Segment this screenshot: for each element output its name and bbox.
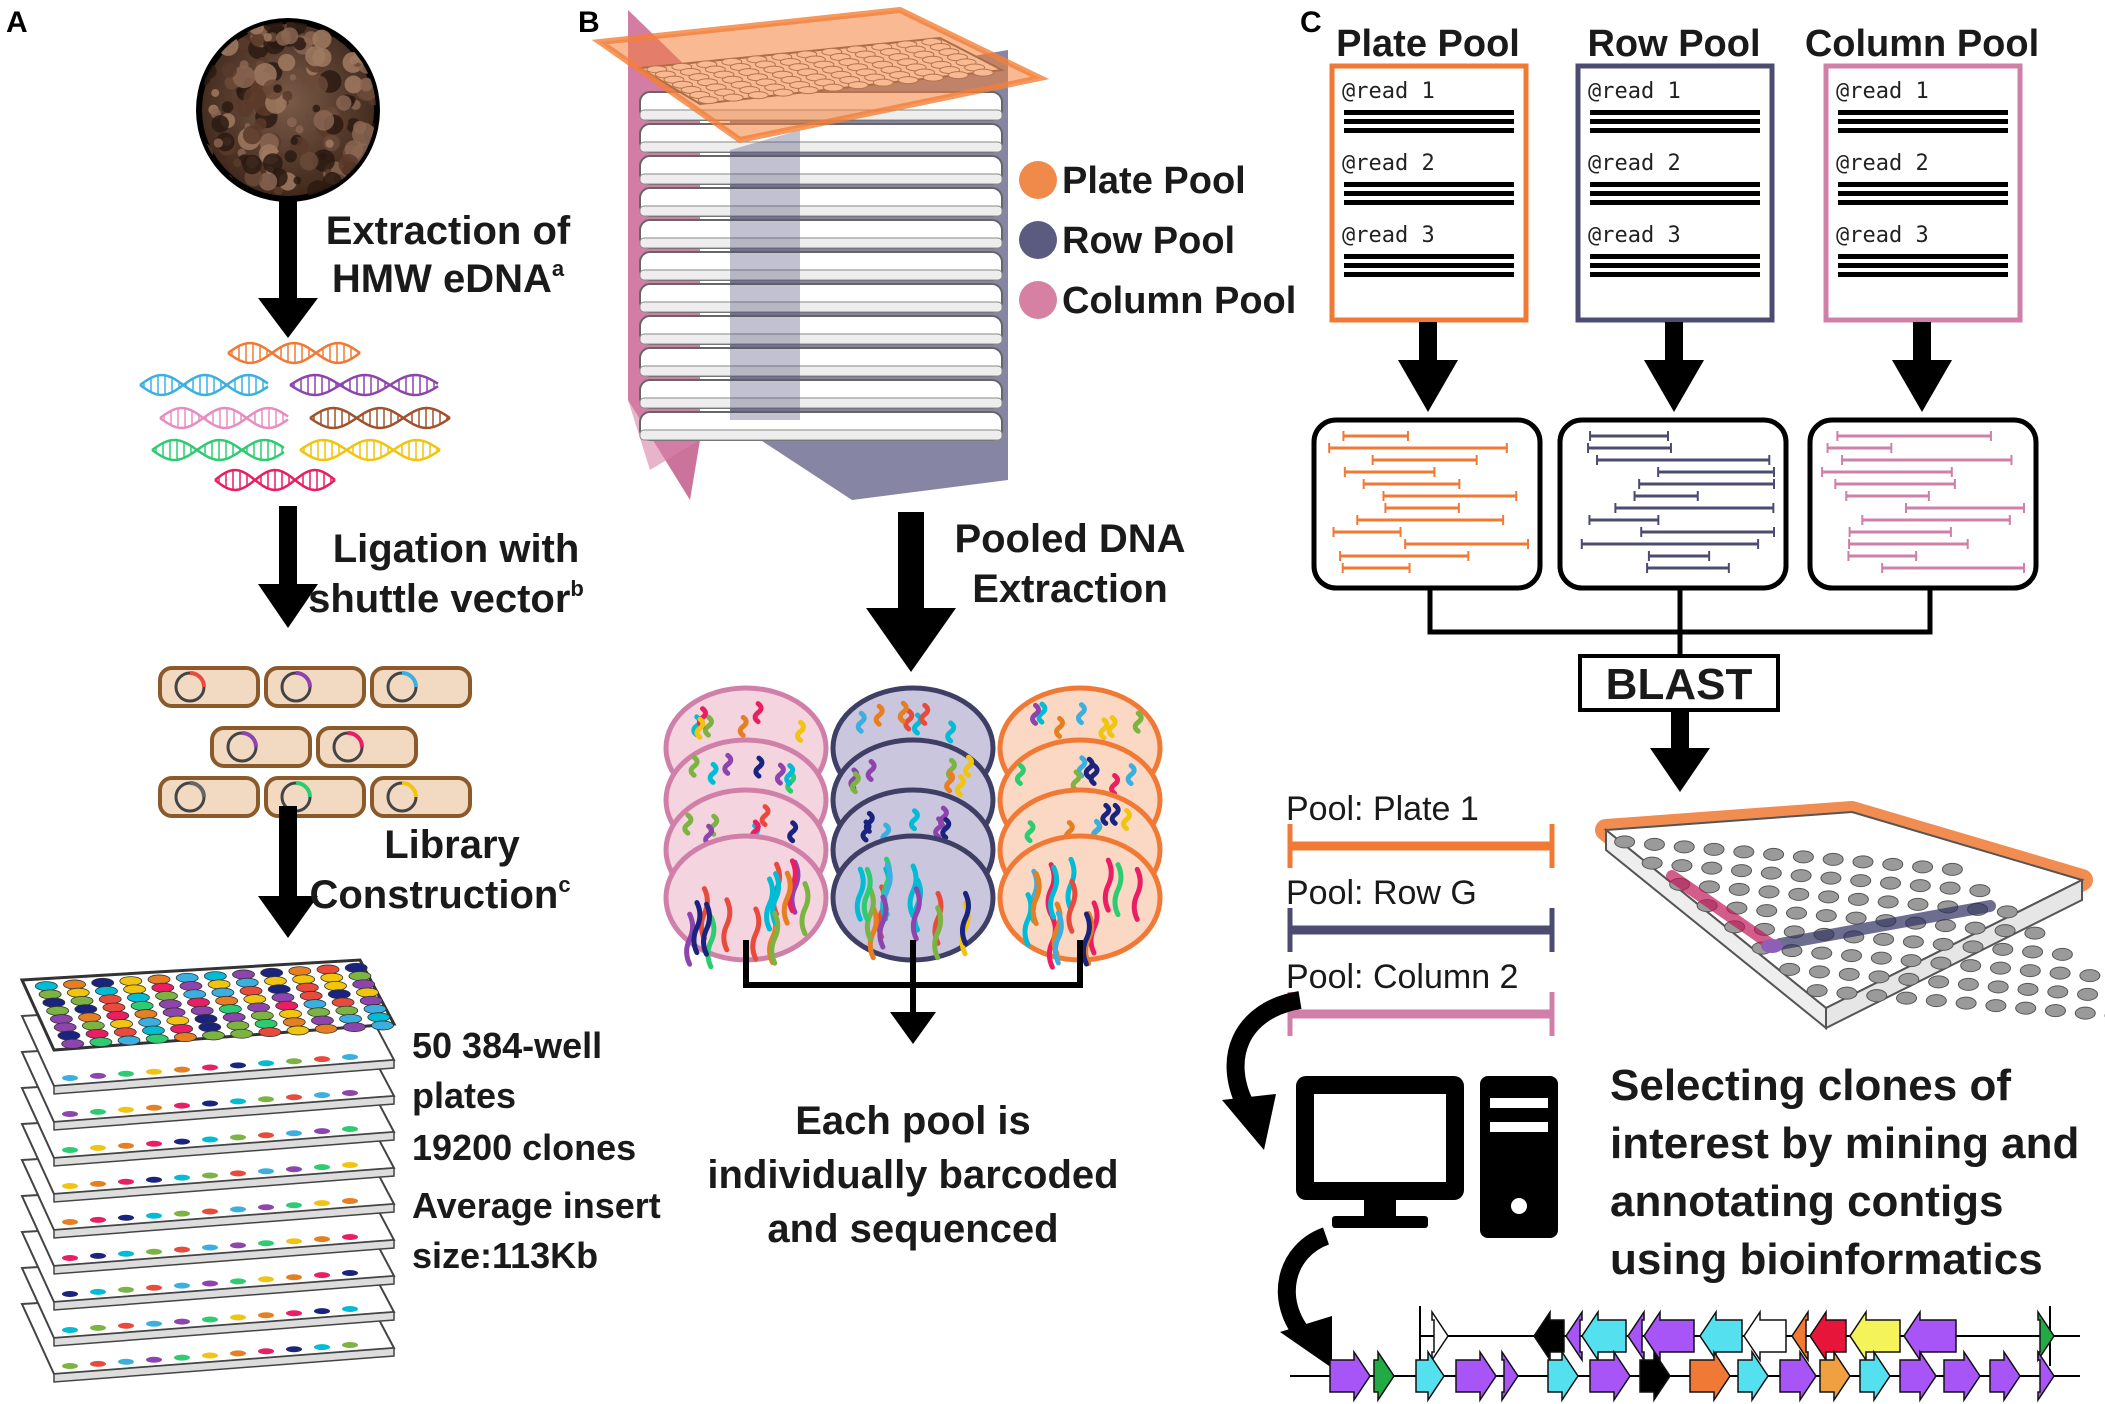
panel-label-a: A xyxy=(6,6,28,39)
pool-hits: Pool: Plate 1 Pool: Row G Pool: Column 2 xyxy=(1286,790,1555,1036)
caption-c-line2: interest by mining and xyxy=(1610,1119,2079,1168)
gene-arrows-icon xyxy=(1290,1306,2080,1403)
blast-connector: BLAST xyxy=(1427,590,1933,792)
curved-arrow-icon xyxy=(1222,991,1302,1150)
pool-title: Column Pool xyxy=(1805,23,2039,65)
hit-label-column: Pool: Column 2 xyxy=(1286,958,1518,996)
step3-line1: Library xyxy=(384,823,520,867)
curved-arrow-icon xyxy=(1277,1227,1332,1368)
legend-swatch-column xyxy=(1019,281,1057,319)
pooled-step-line2: Extraction xyxy=(972,567,1168,611)
soil-sample-icon xyxy=(196,18,380,202)
blast-box xyxy=(1578,654,1780,712)
legend-swatch-row xyxy=(1019,221,1057,259)
step2-line2: shuttle vectorb xyxy=(308,576,584,621)
contig-box xyxy=(1311,417,1543,591)
pool-title: Row Pool xyxy=(1587,23,1760,65)
dna-strands-icon xyxy=(139,341,451,492)
step1-line2: HMW eDNAa xyxy=(332,256,565,301)
step1-line1: Extraction of xyxy=(326,209,571,253)
read-label: @read 2 xyxy=(1342,151,1435,176)
stat-line: Average insert xyxy=(412,1185,661,1226)
pooling-diagram xyxy=(591,6,1050,500)
well-plate-icon xyxy=(1595,801,2105,1031)
arrow-down-icon xyxy=(1665,322,1683,370)
assembly-boxes xyxy=(1311,417,2039,591)
caption-b-line3: and sequenced xyxy=(767,1207,1058,1251)
pooled-step-line1: Pooled DNA xyxy=(954,517,1185,561)
read-label: @read 1 xyxy=(1588,79,1681,104)
legend-swatch-plate xyxy=(1019,161,1057,199)
read-pools: Plate Pool @read 1 @read 2 @read 3 Row Pool @… xyxy=(1329,23,2039,412)
arrow-down-icon xyxy=(258,806,318,938)
arrow-down-icon xyxy=(866,512,956,672)
read-label: @read 3 xyxy=(1342,223,1435,248)
computer-icon xyxy=(1296,1076,1558,1238)
step3-line2: Constructionc xyxy=(309,872,570,917)
pool-title: Plate Pool xyxy=(1336,23,1520,65)
stat-line: 19200 clones xyxy=(412,1127,636,1168)
merge-connector xyxy=(743,940,1083,1044)
hit-label-row: Pool: Row G xyxy=(1286,874,1477,912)
contig-box xyxy=(1807,417,2039,591)
contig-box xyxy=(1557,417,1789,591)
hit-label-plate: Pool: Plate 1 xyxy=(1286,790,1479,828)
step2-line1: Ligation with xyxy=(333,527,580,571)
stat-line: plates xyxy=(412,1075,516,1116)
blast-label: BLAST xyxy=(1606,660,1753,709)
read-label: @read 2 xyxy=(1588,151,1681,176)
panel-label-b: B xyxy=(578,6,600,39)
stat-line: size:113Kb xyxy=(412,1235,598,1276)
plate-stack-icon xyxy=(19,958,397,1383)
arrow-down-icon xyxy=(1913,322,1931,370)
pool-legend: Plate Pool Row Pool Column Pool xyxy=(1019,160,1296,322)
arrow-down-icon xyxy=(258,200,318,338)
dna-pool-dishes xyxy=(663,685,1163,970)
read-label: @read 1 xyxy=(1342,79,1435,104)
read-label: @read 2 xyxy=(1836,151,1929,176)
read-label: @read 3 xyxy=(1836,223,1929,248)
caption-b-line1: Each pool is xyxy=(795,1099,1031,1143)
read-label: @read 3 xyxy=(1588,223,1681,248)
read-label: @read 1 xyxy=(1836,79,1929,104)
ecoli-cells-icon xyxy=(158,666,472,818)
legend-label-plate: Plate Pool xyxy=(1062,160,1246,202)
panel-label-c: C xyxy=(1300,6,1322,39)
caption-c-line4: using bioinformatics xyxy=(1610,1235,2043,1284)
stat-line: 50 384-well xyxy=(412,1025,602,1066)
caption-b-line2: individually barcoded xyxy=(707,1153,1118,1197)
legend-label-column: Column Pool xyxy=(1062,280,1296,322)
legend-label-row: Row Pool xyxy=(1062,220,1235,262)
caption-c-line1: Selecting clones of xyxy=(1610,1061,2011,1110)
library-stats: 50 384-well plates 19200 clones Average … xyxy=(412,1025,661,1276)
caption-c-line3: annotating contigs xyxy=(1610,1177,2004,1226)
arrow-down-icon xyxy=(1419,322,1437,370)
arrow-down-icon xyxy=(258,506,318,628)
